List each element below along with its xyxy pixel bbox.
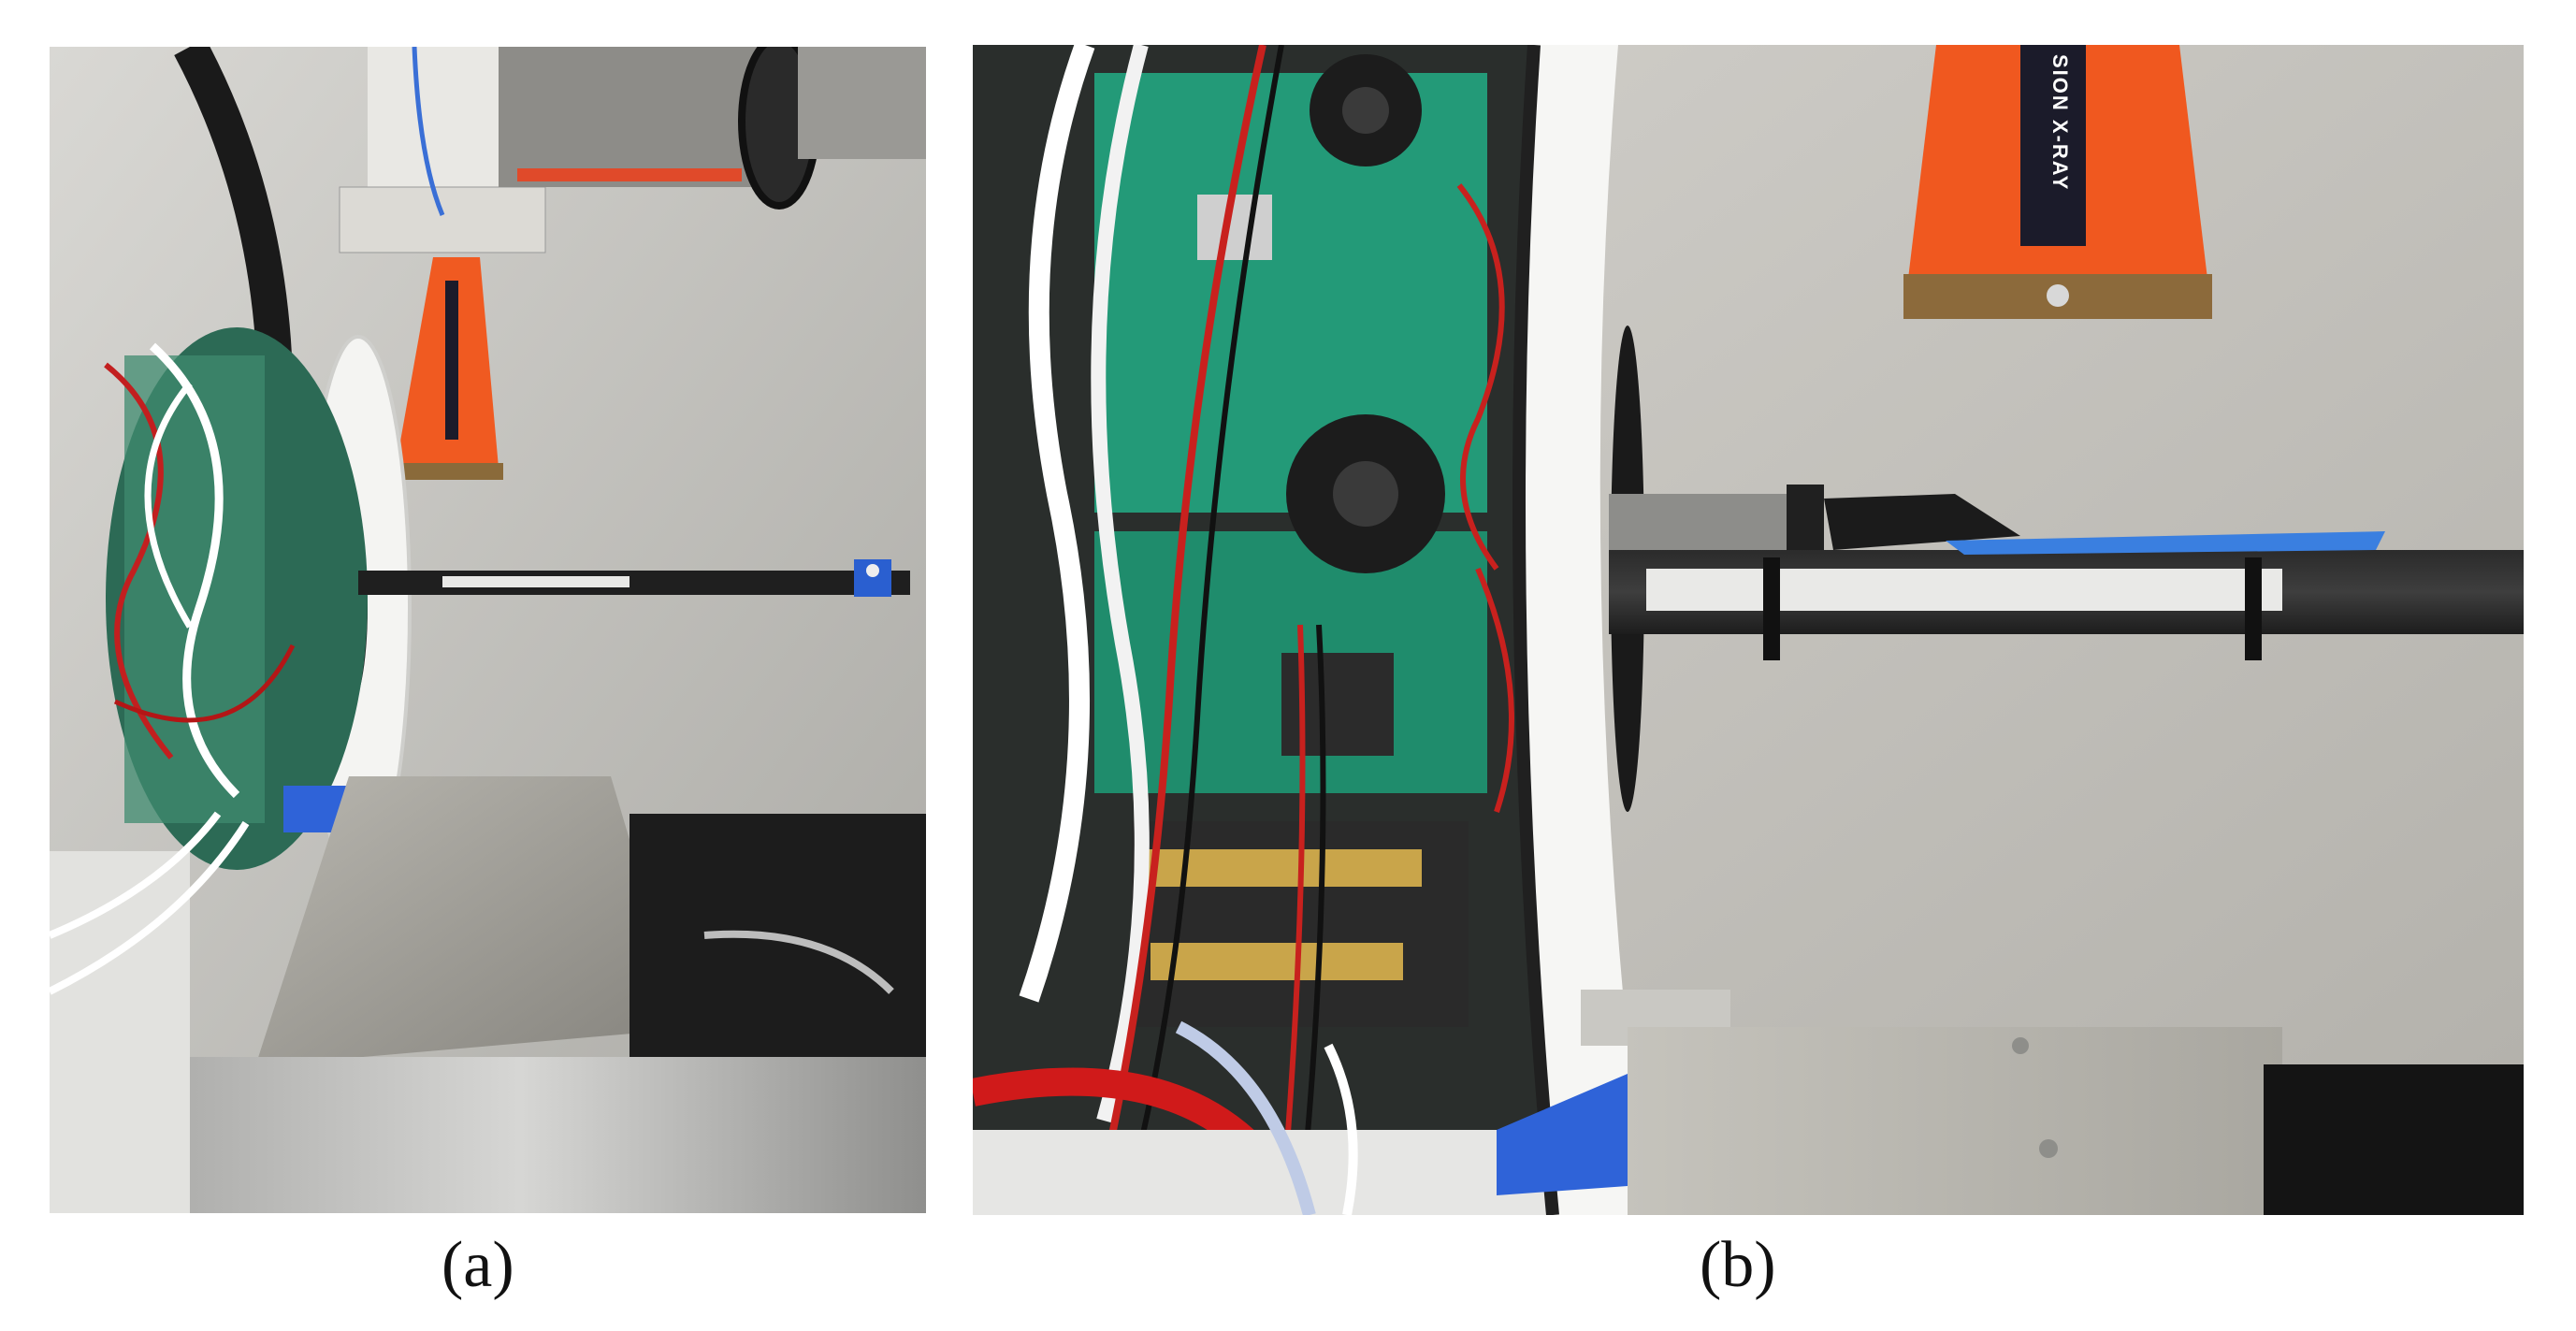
panel-b-photo: SION X-RAY: [973, 45, 2524, 1215]
detector-disk-edge: [1519, 45, 1646, 1215]
base-housing: [115, 1057, 926, 1213]
cone-label-strip: [2020, 45, 2086, 246]
panel-a-scene: [50, 47, 926, 1213]
ruler-scale: [1646, 569, 2282, 611]
tube-housing: [368, 47, 517, 187]
panel-a-caption: (a): [441, 1229, 514, 1301]
cone-label-text: SION X-RAY: [2048, 54, 2072, 191]
tube-mount: [339, 186, 546, 253]
sample-rod: [358, 571, 910, 595]
panel-b-caption: (b): [1700, 1229, 1776, 1301]
panel-b-scene: SION X-RAY: [973, 45, 2524, 1215]
tube-body: [499, 47, 779, 187]
sample-stage: [1628, 1027, 2282, 1215]
panel-a-photo: [50, 47, 926, 1213]
sample-object: [1824, 494, 2020, 550]
gantry-arc: [174, 47, 292, 357]
sample-stage: [255, 776, 686, 1066]
